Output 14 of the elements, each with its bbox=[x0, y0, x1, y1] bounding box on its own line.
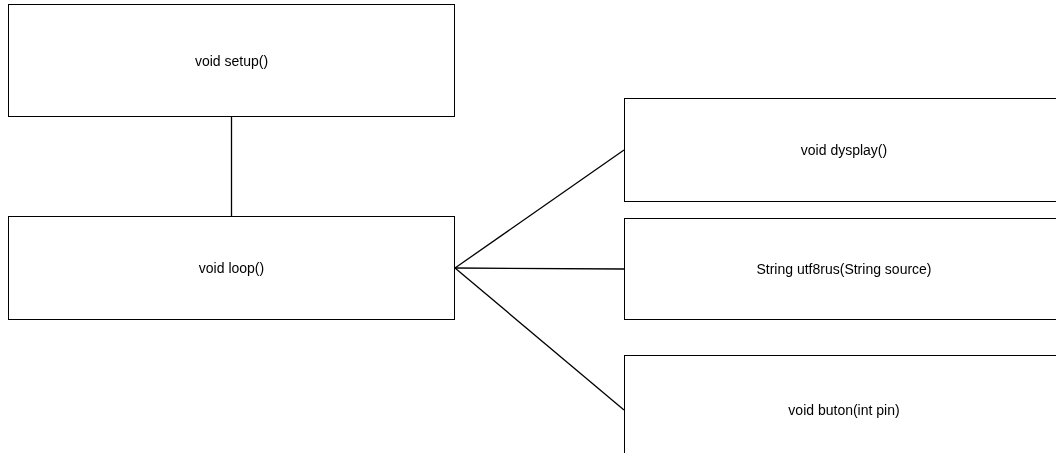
connector-line bbox=[454, 267, 625, 270]
function-name: void buton(int pin) bbox=[788, 402, 900, 418]
function-box bbox=[624, 218, 1056, 320]
function-name: void setup() bbox=[194, 52, 269, 69]
connector-line bbox=[230, 116, 233, 217]
function-box bbox=[8, 4, 455, 117]
function-name: void dysplay() bbox=[800, 142, 888, 158]
function-name: String utf8rus(String source) bbox=[756, 261, 932, 277]
connector-line bbox=[454, 149, 625, 269]
function-name: void loop() bbox=[198, 260, 265, 276]
function-box bbox=[624, 355, 1056, 453]
connector-line bbox=[454, 267, 625, 411]
function-box bbox=[624, 98, 1056, 202]
function-box bbox=[8, 216, 455, 320]
